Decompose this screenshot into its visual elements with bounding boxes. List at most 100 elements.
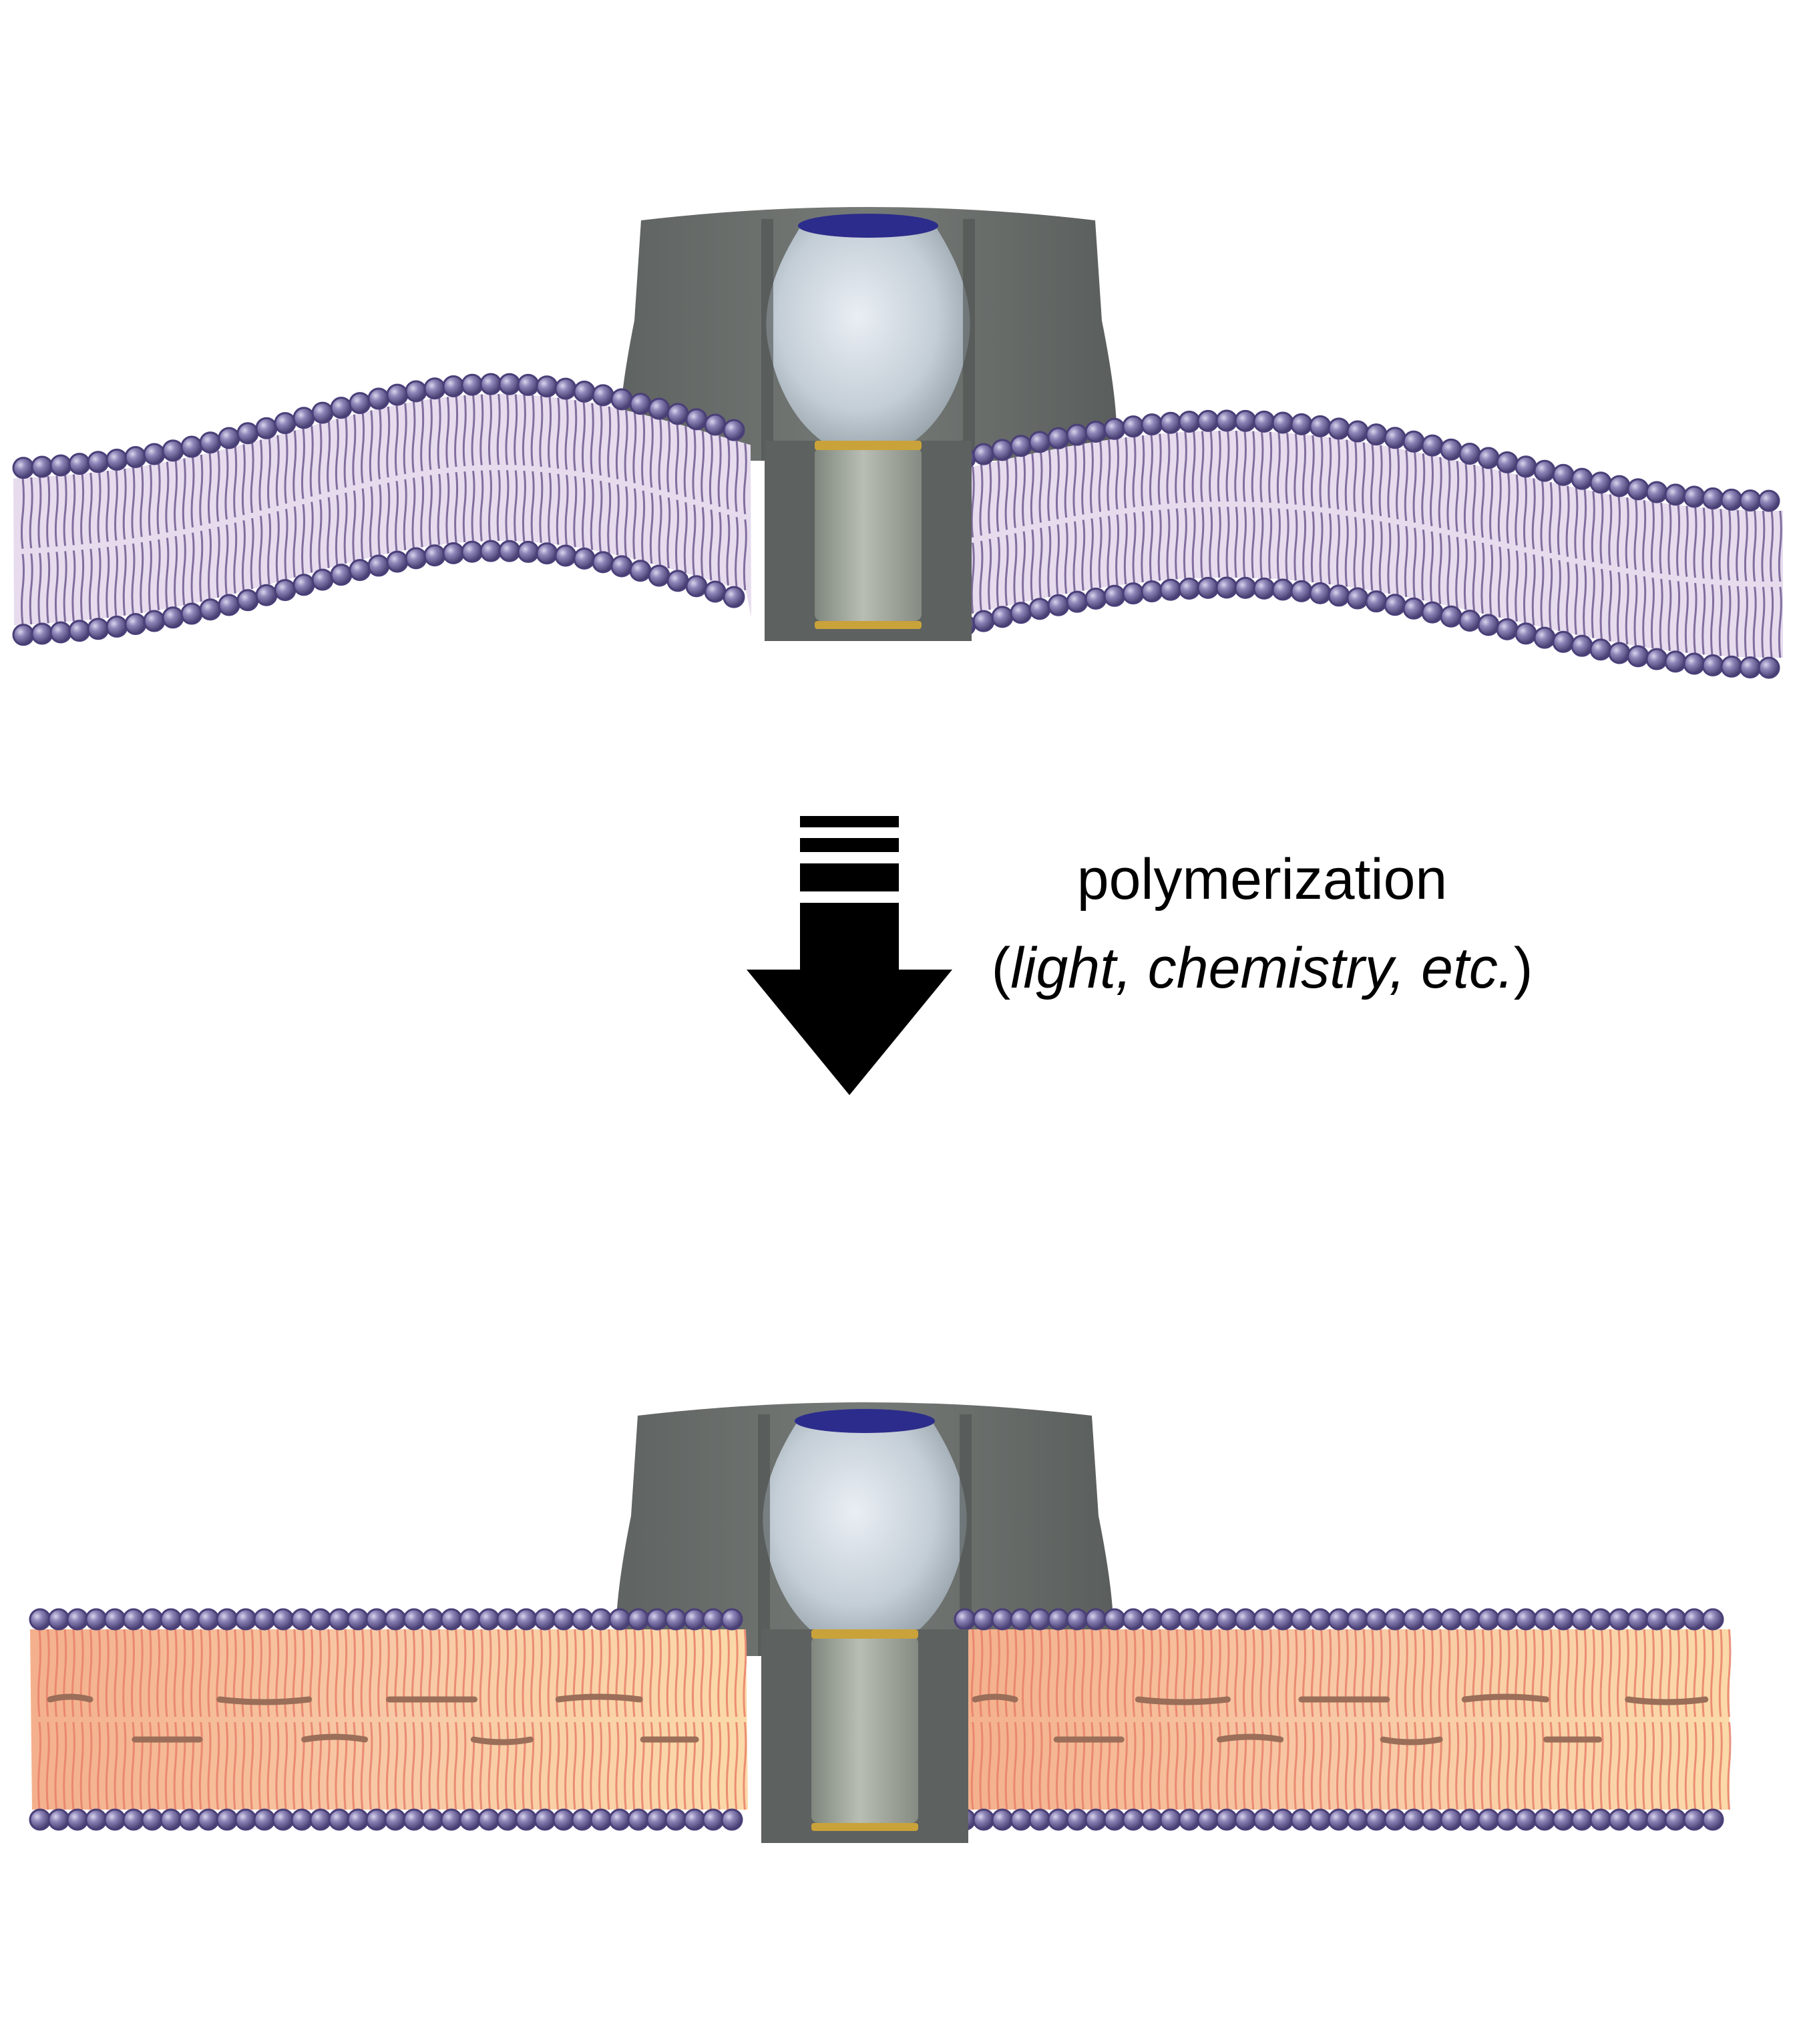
crosslink [1628,1699,1706,1702]
lipid-head [1516,457,1536,477]
lipid-head [1516,624,1536,644]
lipid-head [1422,1609,1442,1629]
lipid-head [107,616,127,636]
lipid-head [238,423,258,443]
lipid-head [1366,425,1386,445]
lipid-head [1404,598,1424,618]
lipid-head [348,1609,368,1629]
lipid-head [1572,636,1592,656]
lipid-head [518,375,538,395]
lipid-head [684,1810,705,1830]
lipid-head [992,607,1012,627]
lipid-head [331,565,351,585]
crosslink [1383,1740,1440,1742]
lipid-head [1647,482,1667,502]
lipid-head [1478,1609,1499,1629]
lipid-head [217,1810,237,1830]
lipid-head [67,1810,87,1830]
lipid-head [1291,581,1312,601]
membrane-core [955,431,1783,658]
lipid-head [275,413,295,433]
lipid-head [180,1609,200,1629]
lipid-head [273,1810,293,1830]
lipid-head [1198,411,1218,431]
lipid-head [88,452,108,472]
lipid-head [1142,582,1162,602]
lipid-head [516,1609,536,1629]
lipid-head [1105,1810,1125,1830]
lipid-head [479,1609,499,1629]
lipid-head [1011,1609,1031,1629]
lipid-head [1647,1609,1667,1629]
lipid-head [1497,619,1517,639]
lipid-head [1273,413,1293,433]
lipid-head [1422,435,1442,455]
process-label-text: polymerization [1077,847,1447,911]
pore-rim [798,214,938,238]
lipid-head [1628,646,1648,666]
lipid-head [385,1609,405,1629]
lipid-head [1684,1810,1704,1830]
lipid-head [86,1810,106,1830]
lipid-head [1497,1810,1517,1830]
pore-stem [815,447,922,621]
lipid-head [217,1609,237,1629]
lipid-head [200,433,220,453]
lipid-head [668,404,688,424]
lipid-head [574,382,594,402]
lipid-head [610,1609,630,1629]
lipid-head [516,1810,536,1830]
pore-wall-left [758,1414,770,1656]
lipid-head [1123,1810,1143,1830]
lipid-head [329,1810,349,1830]
lipid-head [1198,1810,1218,1830]
lipid-head [1740,657,1760,677]
lipid-head [460,1609,480,1629]
lipid-head [684,1609,705,1629]
crosslink [220,1699,309,1702]
lipid-head [1478,1810,1499,1830]
lipid-head [32,624,52,644]
lipid-head [406,381,426,401]
lipid-head [1105,419,1125,439]
lipid-head [1591,473,1611,493]
lipid-head [1179,578,1199,598]
lipid-head [1273,1810,1293,1830]
lipid-head [1647,649,1667,669]
lipid-head [1030,432,1050,452]
arrow-head [747,970,952,1095]
lipid-head [385,1810,405,1830]
lipid-head [163,441,183,461]
lipid-head [1142,1609,1162,1629]
lipid-head [1179,411,1199,431]
bottom-panel [30,1402,1730,1843]
lipid-head [1385,428,1405,448]
lipid-head [1497,452,1517,472]
lipid-head [1441,1810,1461,1830]
lipid-head [30,1810,50,1830]
lipid-head [1759,658,1779,678]
lipid-head [1478,615,1499,635]
lipid-head [481,374,501,394]
lipid-head [1030,1810,1050,1830]
lipid-head [219,428,239,448]
lipid-head [1310,416,1330,436]
lipid-head [1366,1609,1386,1629]
lipid-head [294,408,314,428]
lipid-head [88,619,108,639]
lipid-head [331,398,351,418]
lipid-head [1254,411,1274,431]
crosslink [558,1697,640,1699]
lipid-head [1535,1609,1555,1629]
lipid-head [703,1810,723,1830]
lipid-head [1722,656,1742,676]
lipid-head [273,1609,293,1629]
lipid-head [630,561,650,581]
lipid-head [1011,436,1031,456]
lipid-head [1665,485,1685,505]
lipid-head [69,621,89,641]
lipid-head [1310,1609,1330,1629]
lipid-head [1665,1609,1685,1629]
lipid-head [1553,1810,1573,1830]
lipid-head [1665,1810,1685,1830]
